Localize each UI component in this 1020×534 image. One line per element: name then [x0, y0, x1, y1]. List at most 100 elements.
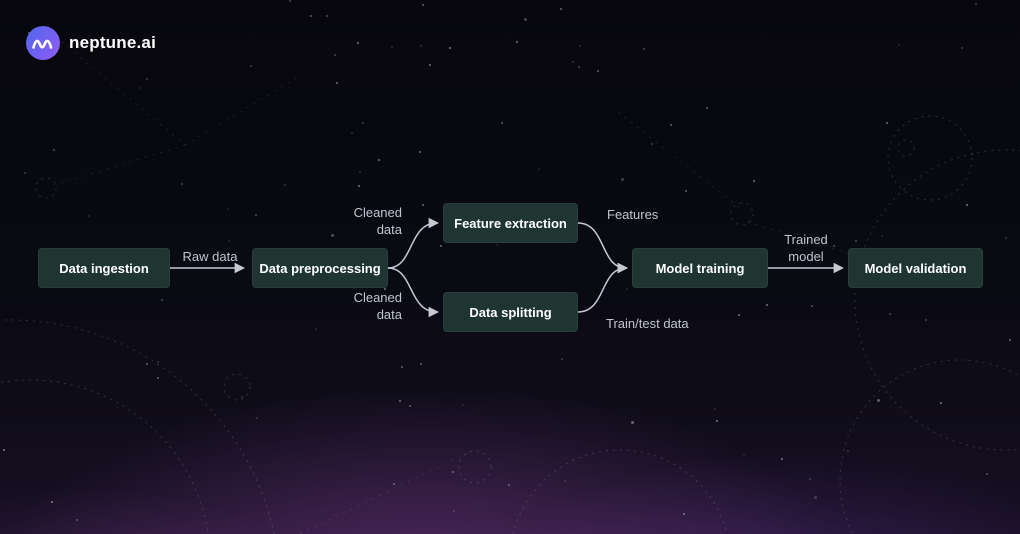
- node-data-splitting: Data splitting: [443, 292, 578, 332]
- star-dot: [516, 41, 518, 43]
- star-dot: [391, 46, 393, 48]
- star-dot: [393, 483, 395, 485]
- edge-data-splitting-to-training: [577, 262, 629, 313]
- star-dot: [419, 151, 421, 153]
- star-dot: [738, 314, 740, 316]
- star-dot: [315, 328, 317, 330]
- star-dot: [334, 54, 336, 56]
- star-dot: [855, 240, 857, 242]
- star-dot: [809, 478, 811, 480]
- star-dot: [766, 304, 768, 306]
- star-dot: [501, 122, 503, 124]
- star-dot: [399, 400, 401, 402]
- star-dot: [670, 124, 672, 126]
- star-dot: [362, 122, 364, 124]
- star-dot: [256, 417, 258, 419]
- star-dot: [378, 159, 380, 161]
- star-dot: [440, 245, 442, 247]
- star-dot: [422, 204, 424, 206]
- star-dot: [564, 480, 566, 482]
- node-feature-extraction: Feature extraction: [443, 203, 578, 243]
- neptune-logo: neptune.ai: [26, 26, 156, 60]
- star-dot: [449, 47, 451, 49]
- star-dot: [452, 471, 454, 473]
- star-dot: [986, 473, 988, 475]
- star-dot: [753, 180, 755, 182]
- neptune-logo-icon: [26, 26, 60, 60]
- star-dot: [241, 396, 243, 398]
- star-dot: [925, 319, 927, 321]
- star-dot: [331, 234, 334, 237]
- star-dot: [53, 149, 55, 151]
- edge-label-cleaned-data-bottom: Cleaned data: [353, 290, 402, 322]
- star-dot: [508, 484, 510, 486]
- star-dot: [250, 65, 252, 67]
- star-dot: [462, 404, 464, 406]
- star-dot: [409, 405, 411, 407]
- star-dot: [358, 185, 360, 187]
- star-dot: [651, 143, 653, 145]
- star-dot: [685, 190, 687, 192]
- edge-label-features: Features: [607, 207, 659, 222]
- star-dot: [88, 215, 90, 217]
- star-dot: [255, 214, 257, 216]
- star-dot: [1009, 339, 1011, 341]
- edge-label-train-test-data: Train/test data: [606, 316, 689, 331]
- star-dot: [881, 235, 883, 237]
- star-dot: [524, 18, 527, 21]
- star-dot: [631, 421, 634, 424]
- star-dot: [572, 61, 574, 63]
- star-dot: [966, 204, 968, 206]
- star-dot: [359, 171, 361, 173]
- star-dot: [357, 42, 359, 44]
- star-dot: [401, 366, 403, 368]
- star-dot: [578, 66, 580, 68]
- star-dot: [538, 168, 540, 170]
- star-dot: [420, 45, 422, 47]
- node-data-preprocessing: Data preprocessing: [252, 248, 388, 288]
- star-dot: [289, 0, 291, 2]
- brand-name: neptune.ai: [69, 33, 157, 52]
- star-dot: [227, 208, 229, 210]
- star-dot: [24, 172, 26, 174]
- star-dot: [146, 363, 148, 365]
- star-dot: [422, 4, 424, 6]
- star-dot: [940, 402, 942, 404]
- star-dot: [716, 420, 718, 422]
- star-dot: [643, 48, 645, 50]
- star-dot: [496, 244, 498, 246]
- edge-feature-extraction-to-training: [577, 222, 629, 274]
- star-dot: [889, 313, 891, 315]
- wave-icon: [32, 39, 53, 49]
- star-dot: [847, 450, 849, 452]
- star-dot: [326, 15, 328, 17]
- star-dot: [626, 288, 628, 290]
- star-dot: [139, 87, 141, 89]
- node-model-validation: Model validation: [848, 248, 983, 288]
- star-dot: [429, 64, 431, 66]
- star-dot: [579, 45, 581, 47]
- star-dot: [961, 47, 963, 49]
- star-dot: [561, 358, 563, 360]
- star-dot: [814, 496, 817, 499]
- star-dot: [781, 458, 783, 460]
- star-dot: [706, 107, 708, 109]
- star-dot: [683, 513, 685, 515]
- edge-label-raw-data: Raw data: [182, 249, 238, 264]
- star-dot: [898, 44, 900, 46]
- star-dot: [1005, 237, 1007, 239]
- star-dot: [51, 501, 53, 503]
- star-dot: [157, 377, 159, 379]
- star-dot: [161, 299, 163, 301]
- star-dot: [597, 70, 599, 72]
- star-dot: [560, 8, 562, 10]
- star-dot: [228, 240, 230, 242]
- star-dot: [811, 305, 813, 307]
- star-dot: [181, 183, 183, 185]
- star-dot: [146, 78, 148, 80]
- star-dot: [336, 82, 338, 84]
- star-dot: [157, 361, 159, 363]
- star-dot: [310, 15, 312, 17]
- edge-label-cleaned-data-top: Cleaned data: [353, 205, 402, 237]
